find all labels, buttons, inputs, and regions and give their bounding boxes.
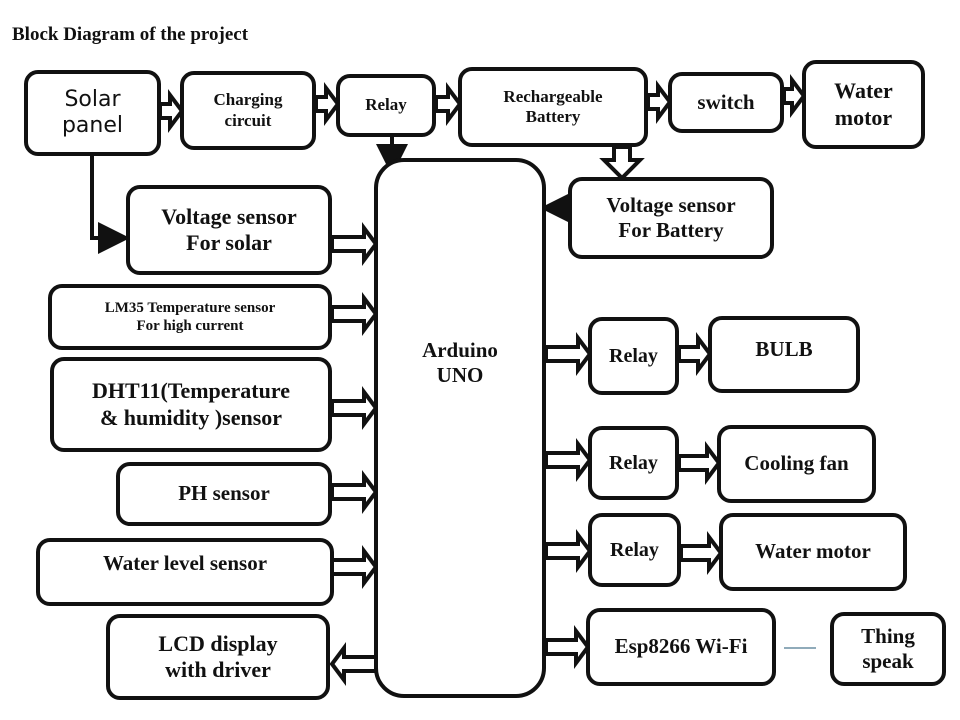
arduino-uno-block: Arduino UNO xyxy=(374,158,546,698)
relay-top-block: Relay xyxy=(336,74,436,137)
relay-fan-block: Relay xyxy=(588,426,679,500)
arrow-battery-to-voltage-sensor xyxy=(599,145,645,181)
ph-sensor-block: PH sensor xyxy=(116,462,332,526)
water-motor-top-block: Water motor xyxy=(802,60,925,149)
dht11-sensor-block: DHT11(Temperature & humidity )sensor xyxy=(50,357,332,452)
arrow-battery-to-switch xyxy=(646,80,673,124)
charging-circuit-block: Charging circuit xyxy=(180,71,316,150)
arrow-switch-to-motor xyxy=(782,74,807,118)
switch-block: switch xyxy=(668,72,784,133)
arrow-dht11-to-arduino xyxy=(330,386,379,430)
arrow-ph-to-arduino xyxy=(330,470,379,514)
arrow-arduino-to-relay-motor xyxy=(544,529,593,573)
esp8266-wifi-block: Esp8266 Wi-Fi xyxy=(586,608,776,686)
arrow-arduino-to-lcd xyxy=(329,642,378,686)
lm35-sensor-block: LM35 Temperature sensor For high current xyxy=(48,284,332,350)
diagram-title: Block Diagram of the project xyxy=(12,24,249,45)
lcd-display-block: LCD display with driver xyxy=(106,614,330,700)
voltage-sensor-battery-block: Voltage sensor For Battery xyxy=(568,177,774,259)
arrow-charging-to-relay xyxy=(314,82,341,126)
voltage-sensor-solar-block: Voltage sensor For solar xyxy=(126,185,332,275)
thingspeak-block: Thing speak xyxy=(830,612,946,686)
cooling-fan-block: Cooling fan xyxy=(717,425,876,503)
arrow-relay-to-motor xyxy=(679,531,724,575)
relay-motor-block: Relay xyxy=(588,513,681,587)
arrow-arduino-to-relay-bulb xyxy=(544,332,593,376)
bulb-block: BULB xyxy=(708,316,860,393)
arrow-relay-to-bulb xyxy=(677,332,713,376)
arrow-relay-to-battery xyxy=(434,82,463,126)
arrow-lm35-to-arduino xyxy=(330,292,379,336)
water-motor-block: Water motor xyxy=(719,513,907,591)
arrow-voltage-solar-to-arduino xyxy=(330,222,379,266)
water-level-sensor-block: Water level sensor xyxy=(36,538,334,606)
relay-bulb-block: Relay xyxy=(588,317,679,395)
arrow-water-level-to-arduino xyxy=(330,545,379,589)
arrow-relay-to-fan xyxy=(677,441,722,485)
solar-to-voltage-sensor-line xyxy=(90,152,130,254)
rechargeable-battery-block: Rechargeable Battery xyxy=(458,67,648,147)
arrow-solar-to-charging xyxy=(158,89,185,133)
arrow-arduino-to-esp xyxy=(544,625,591,669)
arrow-arduino-to-relay-fan xyxy=(544,438,593,482)
solar-panel-block: Solar panel xyxy=(24,70,161,156)
